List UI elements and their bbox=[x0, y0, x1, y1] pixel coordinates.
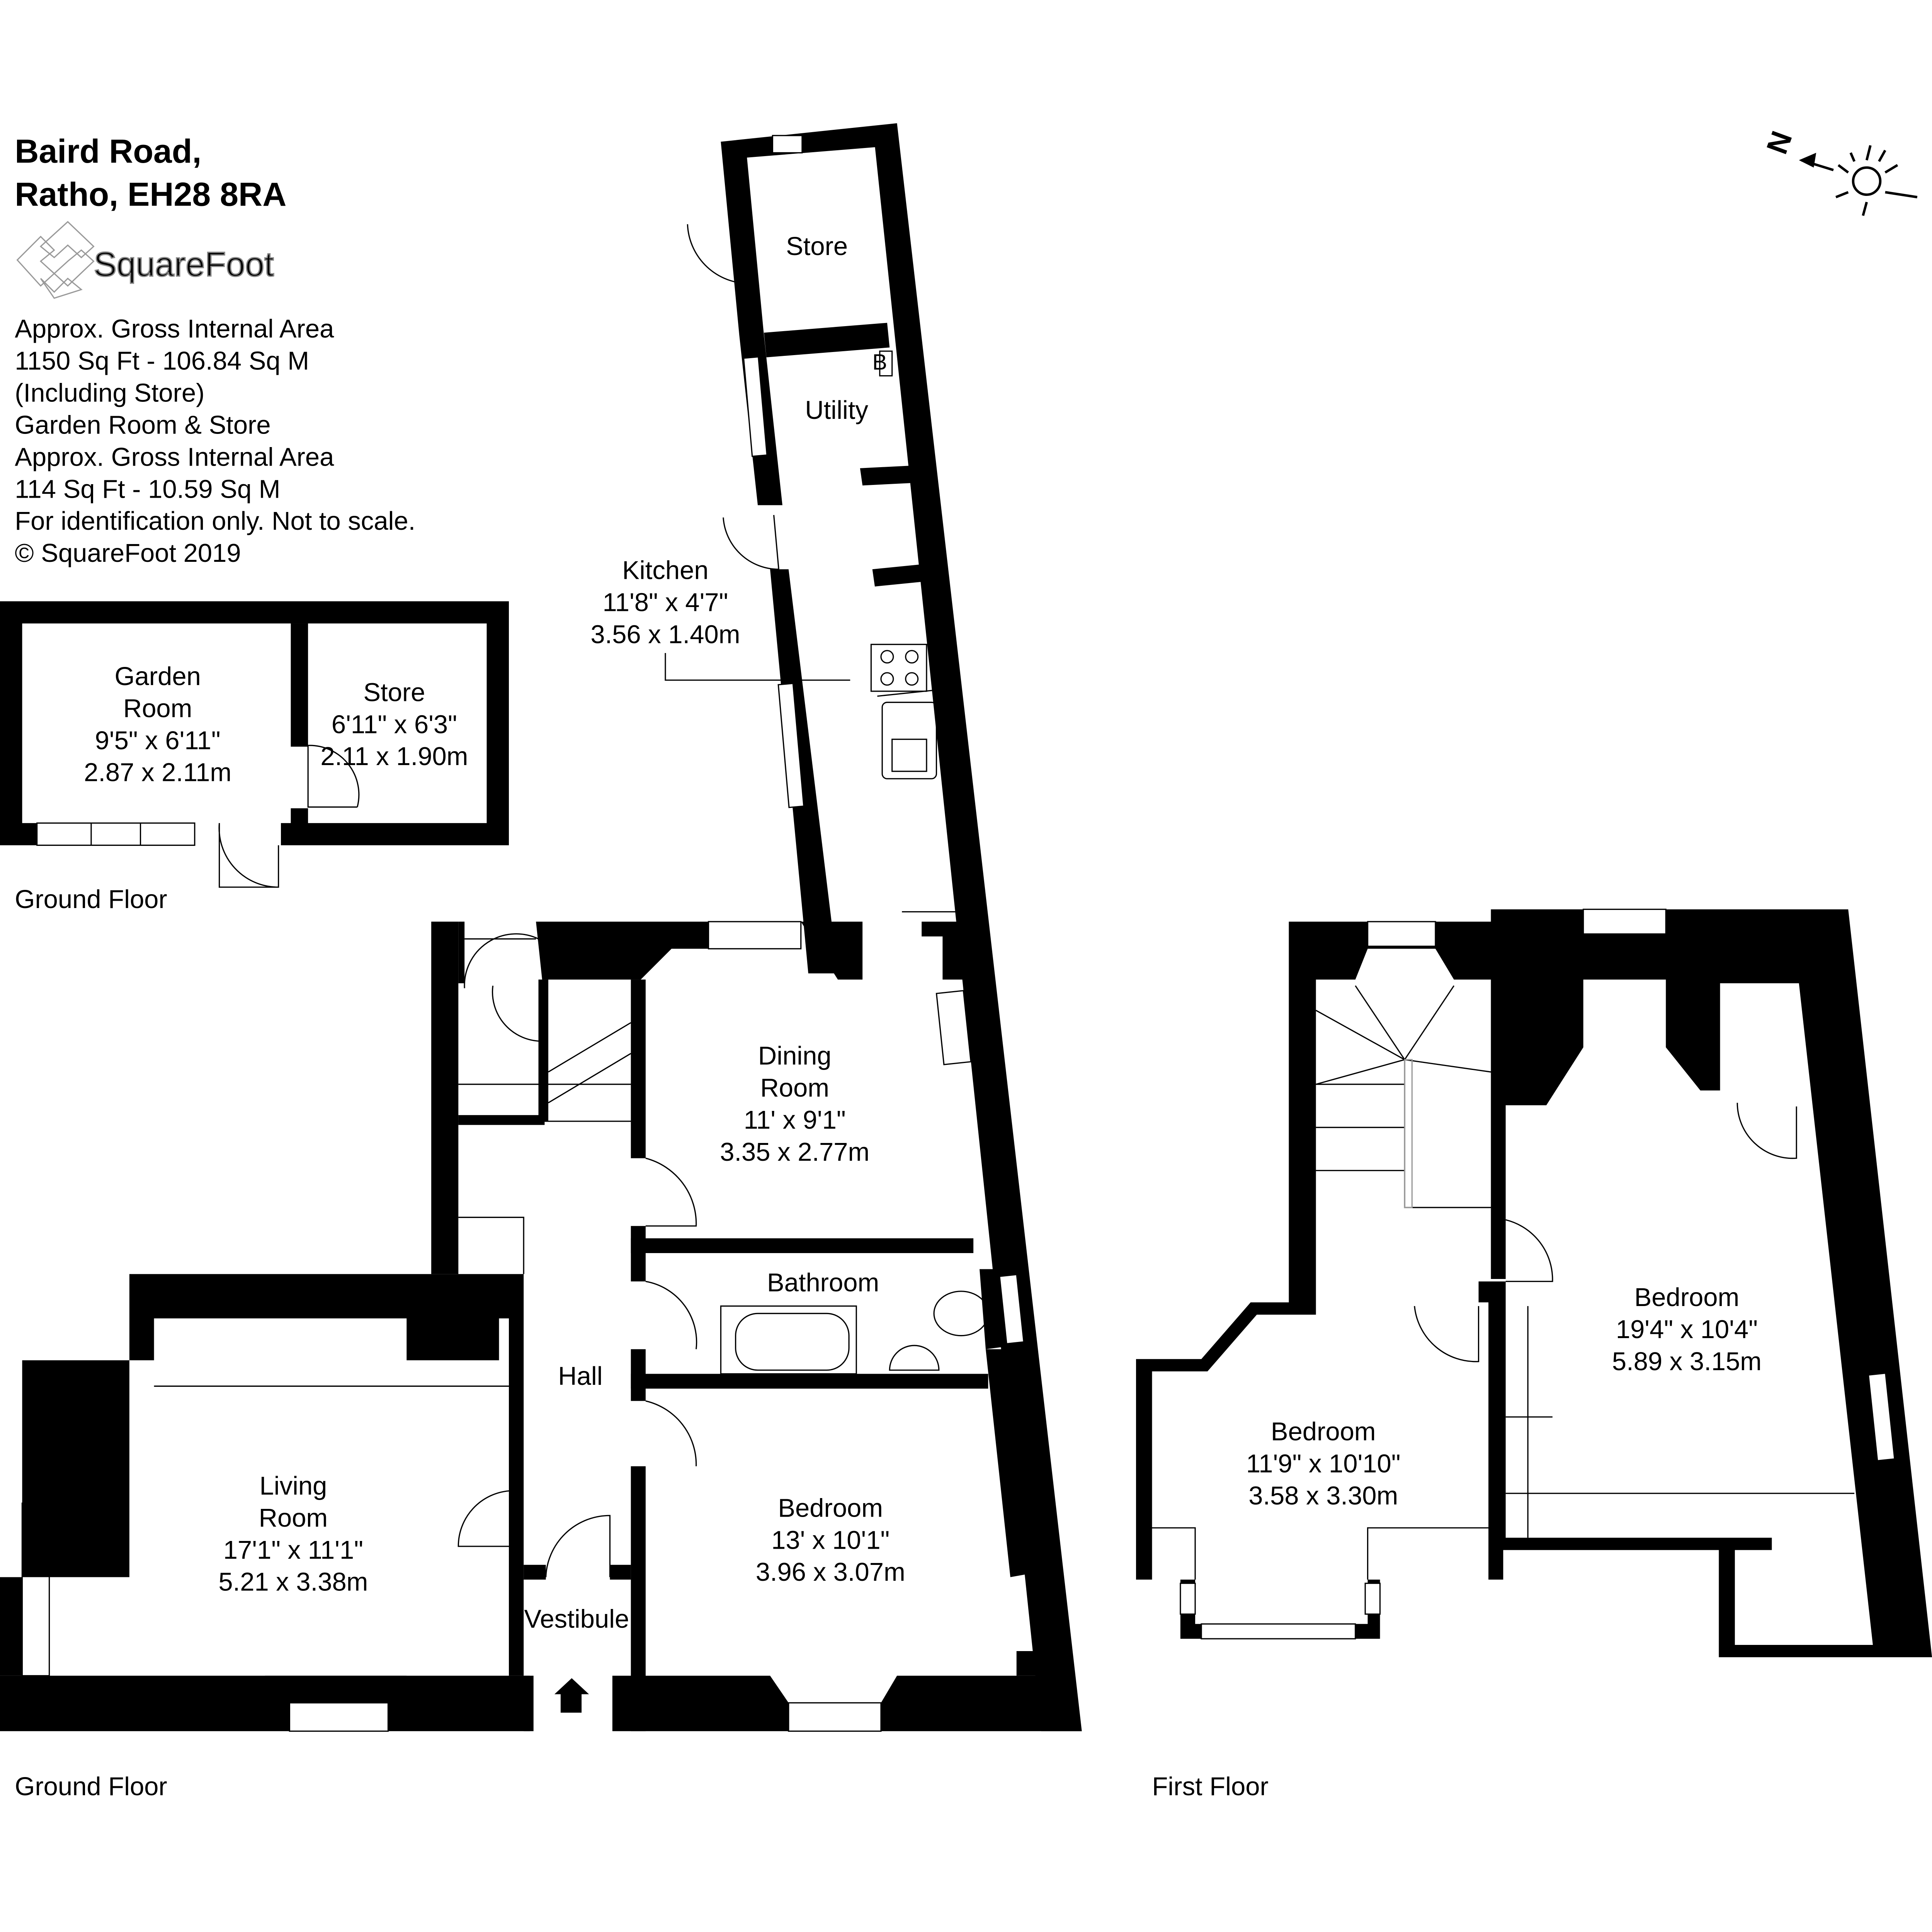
living-metric: 5.21 x 3.38m bbox=[218, 1568, 368, 1597]
dining-metric: 3.35 x 2.77m bbox=[720, 1138, 869, 1167]
info-line: (Including Store) bbox=[15, 379, 204, 408]
info-line: © SquareFoot 2019 bbox=[15, 539, 241, 568]
garden-store-metric: 2.11 x 1.90m bbox=[320, 742, 468, 771]
living-name: Living bbox=[259, 1471, 327, 1500]
info-line: For identification only. Not to scale. bbox=[15, 507, 415, 536]
ground-floor-label: Ground Floor bbox=[15, 1772, 167, 1801]
hob-icon bbox=[870, 644, 927, 692]
compass: N bbox=[1760, 127, 1918, 216]
area-info: Approx. Gross Internal Area 1150 Sq Ft -… bbox=[15, 315, 415, 568]
outbuilding-floor-label: Ground Floor bbox=[15, 885, 167, 914]
info-line: 114 Sq Ft - 10.59 Sq M bbox=[15, 474, 280, 503]
ground-floor-plan: B Store Utility Kitchen 11'8" x 4'7" 3.5… bbox=[0, 123, 1082, 1732]
bedroom-first-b-imperial: 19'4" x 10'4" bbox=[1616, 1315, 1758, 1344]
bedroom-ground-imperial: 13' x 10'1" bbox=[771, 1526, 889, 1554]
living-imperial: 17'1" x 11'1" bbox=[223, 1536, 363, 1565]
address-line-2: Ratho, EH28 8RA bbox=[15, 176, 286, 213]
garden-room-metric: 2.87 x 2.11m bbox=[84, 758, 231, 787]
bathroom-name: Bathroom bbox=[767, 1268, 879, 1297]
bedroom-ground-name: Bedroom bbox=[778, 1493, 883, 1522]
first-floor-label: First Floor bbox=[1152, 1772, 1269, 1801]
bedroom-ground-metric: 3.96 x 3.07m bbox=[756, 1558, 905, 1587]
info-line: Garden Room & Store bbox=[15, 410, 270, 439]
toilet-icon bbox=[933, 1291, 1001, 1337]
bedroom-first-b-metric: 5.89 x 3.15m bbox=[1612, 1347, 1762, 1376]
vestibule-name: Vestibule bbox=[524, 1604, 629, 1633]
garden-store-imperial: 6'11" x 6'3" bbox=[332, 710, 457, 739]
bath-icon bbox=[720, 1305, 857, 1375]
basin-icon bbox=[889, 1345, 940, 1371]
dining-name: Dining bbox=[758, 1041, 832, 1070]
dining-imperial: 11' x 9'1" bbox=[744, 1105, 846, 1134]
outbuilding: Garden Room 9'5" x 6'11" 2.87 x 2.11m St… bbox=[0, 601, 509, 888]
squarefoot-logo: SquareFoot bbox=[16, 221, 275, 299]
dining-name: Room bbox=[760, 1073, 829, 1102]
logo-text: SquareFoot bbox=[94, 245, 274, 283]
kitchen-metric: 3.56 x 1.40m bbox=[590, 620, 740, 649]
kitchen-imperial: 11'8" x 4'7" bbox=[602, 588, 728, 617]
first-floor-plan: Bedroom 11'9" x 10'10" 3.58 x 3.30m Bedr… bbox=[1136, 908, 1932, 1657]
hall-name: Hall bbox=[558, 1362, 602, 1391]
info-line: 1150 Sq Ft - 106.84 Sq M bbox=[15, 347, 309, 376]
bedroom-first-b-name: Bedroom bbox=[1634, 1283, 1740, 1312]
staircase bbox=[1315, 985, 1491, 1208]
entrance-arrow-icon bbox=[554, 1678, 589, 1713]
garden-store-name: Store bbox=[363, 678, 425, 707]
bedroom-first-a-name: Bedroom bbox=[1271, 1417, 1376, 1446]
store-name: Store bbox=[786, 232, 848, 261]
living-name: Room bbox=[259, 1503, 328, 1532]
sink-icon bbox=[881, 702, 937, 779]
garden-room-name: Room bbox=[123, 694, 192, 723]
bedroom-first-a-imperial: 11'9" x 10'10" bbox=[1246, 1449, 1400, 1478]
north-label: N bbox=[1760, 127, 1799, 158]
north-arrow-icon bbox=[1799, 153, 1816, 168]
info-line: Approx. Gross Internal Area bbox=[15, 315, 334, 344]
bedroom-first-a-metric: 3.58 x 3.30m bbox=[1248, 1481, 1398, 1510]
boiler-label: B bbox=[872, 350, 887, 375]
address-line-1: Baird Road, bbox=[15, 133, 201, 170]
utility-name: Utility bbox=[805, 396, 868, 425]
info-line: Approx. Gross Internal Area bbox=[15, 442, 334, 471]
garden-room-imperial: 9'5" x 6'11" bbox=[95, 726, 221, 755]
sun-icon bbox=[1835, 145, 1918, 216]
garden-room-name: Garden bbox=[114, 662, 201, 691]
kitchen-name: Kitchen bbox=[622, 556, 708, 585]
